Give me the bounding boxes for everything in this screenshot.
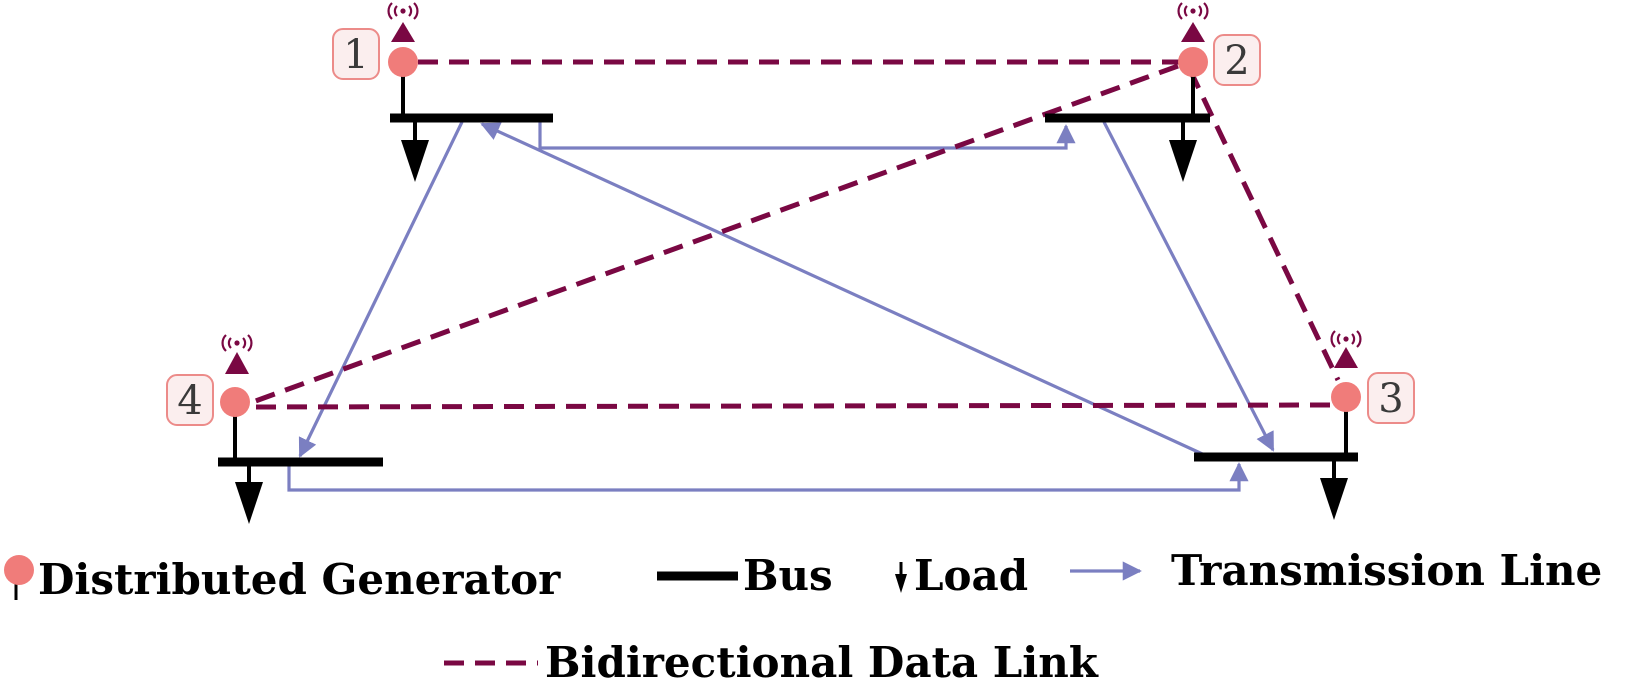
legend-bus: Bus — [657, 551, 833, 600]
node-label: 3 — [1378, 376, 1403, 422]
antenna-icon — [221, 334, 253, 374]
transmission-line-1-4 — [298, 121, 464, 458]
transmission-line-4-3 — [287, 460, 1249, 492]
generator-icon — [388, 47, 418, 77]
node-label-box — [1367, 372, 1415, 424]
legend-data-link-label: Bidirectional Data Link — [545, 638, 1099, 683]
generator-icon — [1178, 47, 1208, 77]
legend-data-link: Bidirectional Data Link — [444, 638, 1099, 683]
load-arrow-icon — [401, 118, 429, 182]
transmission-line-1-2 — [538, 117, 1076, 150]
legend-transmission-label: Transmission Line — [1171, 546, 1602, 595]
node-4: 4 — [166, 334, 383, 524]
antenna-icon — [387, 2, 419, 42]
data-link-3-4 — [249, 402, 1331, 410]
node-3: 3 — [1194, 330, 1415, 520]
node-2: 2 — [1045, 2, 1261, 182]
data-links — [249, 59, 1341, 410]
node-label: 2 — [1224, 38, 1249, 84]
transmission-line-3-1 — [480, 122, 1210, 459]
antenna-icon — [1177, 2, 1209, 42]
legend-generator-label: Distributed Generator — [38, 555, 561, 604]
load-arrow-icon — [1320, 457, 1348, 520]
load-arrow-icon — [895, 562, 907, 593]
transmission-lines — [287, 117, 1275, 492]
antenna-icon — [1330, 330, 1362, 368]
node-label-box — [1213, 34, 1261, 86]
data-link-2-3 — [1187, 68, 1341, 382]
legend-generator: Distributed Generator — [4, 555, 561, 604]
transmission-line-2-3 — [1102, 121, 1275, 452]
data-link-2-4 — [249, 63, 1179, 406]
load-arrow-icon — [1169, 118, 1197, 182]
generator-icon — [4, 555, 34, 585]
node-label: 4 — [177, 378, 202, 424]
node-label-box — [166, 374, 214, 426]
generator-icon — [1331, 382, 1361, 412]
legend-transmission: Transmission Line — [1070, 546, 1602, 595]
legend-load: Load — [895, 551, 1028, 600]
legend-load-label: Load — [914, 551, 1028, 600]
legend-bus-label: Bus — [743, 551, 833, 600]
node-label: 1 — [343, 32, 368, 78]
node-label-box — [332, 28, 380, 80]
load-arrow-icon — [235, 462, 263, 524]
node-1: 1 — [332, 2, 553, 182]
generator-icon — [220, 387, 250, 417]
legend: Distributed Generator Bus Load Transmiss… — [4, 546, 1602, 683]
